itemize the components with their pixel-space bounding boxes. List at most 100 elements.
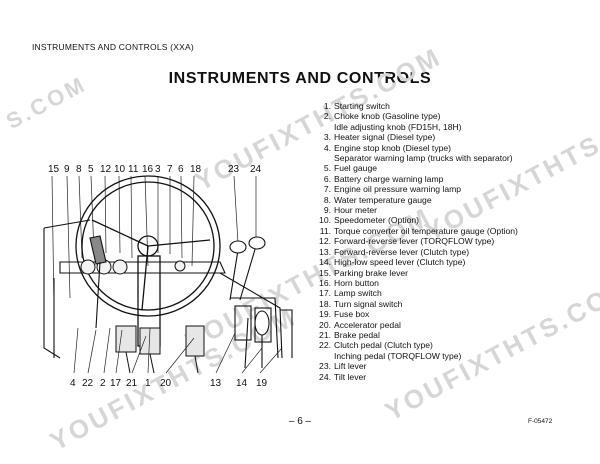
list-item: 13.Forward-reverse lever (Clutch type) [313, 247, 518, 257]
callout-label: 7 [167, 164, 173, 175]
callout-label: 20 [160, 378, 172, 389]
callout-label: 22 [82, 378, 94, 389]
steering-wheel [75, 175, 221, 347]
callout-label: 1 [145, 378, 151, 389]
item-text: Forward-reverse lever (TORQFLOW type) [334, 236, 495, 247]
list-item: 12.Forward-reverse lever (TORQFLOW type) [313, 236, 518, 246]
item-text: Starting switch [334, 101, 390, 111]
item-text: Speedometer (Option) [334, 215, 420, 226]
list-item: 8.Water temperature gauge [313, 195, 518, 205]
item-text: Brake pedal [334, 329, 380, 340]
item-number: 11. [319, 225, 331, 236]
item-text: Lamp switch [334, 288, 382, 299]
callout-label: 14 [236, 378, 248, 389]
instruments-diagram: 15 9 8 5 12 10 11 16 3 7 6 18 23 24 [43, 164, 293, 389]
list-item: 21.Brake pedal [313, 330, 518, 340]
item-subtext: Idle adjusting knob (FD15H, 18H) [334, 121, 462, 132]
item-number: 23. [319, 361, 331, 372]
callout-label: 18 [190, 164, 202, 175]
item-number: 15. [319, 267, 331, 278]
bottom-leaders [73, 327, 283, 374]
item-number: 8. [323, 194, 331, 205]
item-number: 9. [323, 205, 331, 216]
list-item: 15.Parking brake lever [313, 268, 518, 278]
list-item: 22.Clutch pedal (Clutch type)Inching ped… [313, 340, 518, 361]
callout-label: 6 [178, 164, 184, 175]
item-number: 4. [323, 142, 331, 153]
item-number: 20. [319, 319, 331, 330]
callout-label: 11 [128, 164, 139, 175]
list-item: 4.Engine stop knob (Diesel type)Separato… [313, 143, 518, 164]
list-item: 11.Torque converter oil temperature gaug… [313, 226, 518, 236]
item-number: 1. [323, 101, 331, 111]
list-item: 10.Speedometer (Option) [313, 215, 518, 225]
list-item: 20.Accelerator pedal [313, 320, 518, 330]
section-header: INSTRUMENTS AND CONTROLS (XXA) [32, 42, 194, 52]
callout-label: 13 [210, 378, 222, 389]
item-text: Fuel gauge [334, 163, 378, 174]
item-number: 6. [323, 173, 331, 184]
item-number: 14. [319, 257, 331, 268]
callout-label: 3 [155, 164, 161, 175]
item-text: Parking brake lever [334, 267, 409, 278]
item-text: Lift lever [334, 361, 367, 372]
item-number: 12. [319, 236, 331, 247]
pedals [115, 325, 205, 374]
callout-label: 24 [250, 164, 262, 175]
item-number: 5. [323, 163, 331, 174]
callout-label: 2 [100, 378, 106, 389]
top-callouts: 15 9 8 5 12 10 11 16 3 7 6 18 23 24 [48, 164, 262, 175]
list-item: 3.Heater signal (Diesel type) [313, 132, 518, 142]
callout-label: 10 [114, 164, 126, 175]
list-item: 18.Turn signal switch [313, 299, 518, 309]
list-item: 16.Horn button [313, 278, 518, 288]
item-number: 10. [319, 215, 331, 226]
item-text: Engine oil pressure warning lamp [334, 184, 462, 195]
item-text: High-low speed lever (Clutch type) [334, 257, 466, 268]
list-item: 5.Fuel gauge [313, 163, 518, 173]
callout-label: 17 [110, 378, 122, 389]
item-text: Heater signal (Diesel type) [334, 132, 436, 143]
item-subtext: Separator warning lamp (trucks with sepa… [334, 153, 513, 164]
page-title: INSTRUMENTS AND CONTROLS [168, 70, 432, 87]
list-item: 19.Fuse box [313, 309, 518, 319]
callout-label: 12 [100, 164, 112, 175]
item-text: Fuse box [334, 309, 370, 320]
callout-label: 16 [142, 164, 154, 175]
page-number: – 6 – [288, 416, 312, 427]
item-text: Choke knob (Gasoline type) [334, 111, 441, 122]
list-item: 17.Lamp switch [313, 288, 518, 298]
item-number: 16. [319, 277, 331, 288]
list-item: 1.Starting switch [313, 101, 518, 111]
hydraulic-levers [229, 236, 270, 369]
callout-label: 23 [228, 164, 240, 175]
bottom-callouts: 4 22 2 17 21 1 20 13 14 19 [70, 378, 268, 389]
controls-list: 1.Starting switch 2.Choke knob (Gasoline… [313, 101, 518, 382]
callout-label: 5 [88, 164, 94, 175]
item-number: 3. [323, 132, 331, 143]
item-number: 2. [323, 111, 331, 122]
figure-code: F-05472 [528, 418, 553, 425]
callout-label: 19 [256, 378, 268, 389]
item-text: Water temperature gauge [334, 194, 432, 205]
callout-label: 4 [70, 378, 76, 389]
callout-label: 15 [48, 164, 60, 175]
callout-label: 8 [76, 164, 82, 175]
list-item: 14.High-low speed lever (Clutch type) [313, 257, 518, 267]
item-text: Clutch pedal (Clutch type) [334, 340, 433, 351]
list-item: 2.Choke knob (Gasoline type)Idle adjusti… [313, 111, 518, 132]
item-number: 17. [319, 288, 331, 299]
item-text: Tilt lever [334, 371, 367, 382]
list-item: 6.Battery charge warning lamp [313, 174, 518, 184]
item-text: Horn button [334, 277, 379, 288]
list-item: 7.Engine oil pressure warning lamp [313, 184, 518, 194]
item-text: Forward-reverse lever (Clutch type) [334, 246, 470, 257]
callout-label: 9 [64, 164, 70, 175]
item-subtext: Inching pedal (TORQFLOW type) [334, 350, 462, 361]
item-text: Hour meter [334, 205, 377, 216]
item-number: 13. [319, 246, 331, 257]
item-number: 18. [319, 298, 331, 309]
item-number: 7. [323, 184, 331, 195]
callout-label: 21 [126, 378, 138, 389]
item-number: 21. [319, 329, 331, 340]
